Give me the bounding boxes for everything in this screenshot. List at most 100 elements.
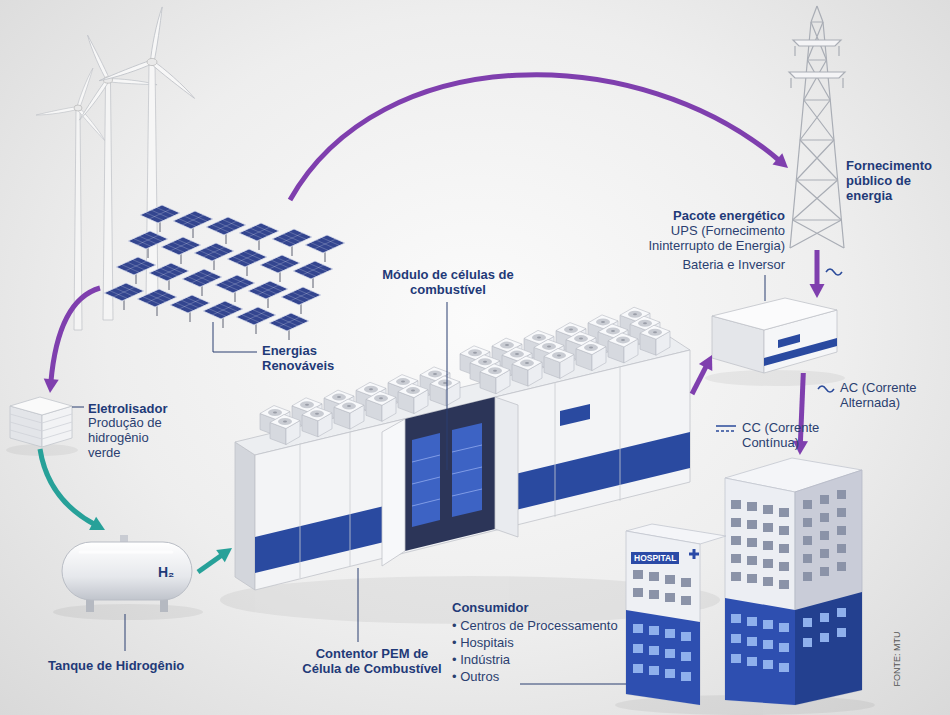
hydrogen-tank — [62, 535, 192, 612]
buildings — [665, 593, 675, 602]
buildings — [665, 649, 675, 658]
solar-panels — [272, 229, 312, 256]
buildings — [803, 638, 812, 647]
solar-panels — [236, 307, 276, 334]
buildings — [747, 657, 757, 666]
buildings — [633, 624, 643, 633]
component-label: Pacote energético — [673, 208, 785, 223]
hydrogen-tank: H₂Tanque de Hidrogênio — [56, 530, 198, 614]
fuel-cell-container — [430, 376, 460, 406]
leader-lines — [72, 275, 765, 684]
arrow-line — [51, 288, 100, 383]
text-slot: CC (Corrente Contínua) — [742, 420, 828, 451]
buildings — [837, 628, 846, 637]
fuel-cell-container — [302, 407, 332, 437]
text-slot: Energias Renováveis — [262, 343, 358, 374]
leader-lines — [520, 684, 626, 685]
source-note: FONTE: MTU — [892, 632, 903, 687]
buildings — [820, 531, 829, 540]
power-pylon — [789, 72, 845, 78]
buildings — [626, 458, 862, 705]
leader-lines — [765, 275, 766, 301]
arrow-head — [699, 355, 712, 371]
buildings — [779, 562, 789, 571]
buildings — [803, 618, 812, 627]
text-slot: HOSPITAL — [631, 547, 679, 565]
buildings — [731, 490, 846, 589]
arrow-head — [216, 548, 232, 562]
arrow-head — [44, 378, 59, 393]
arrow-line — [198, 554, 224, 572]
wind-turbines — [147, 58, 157, 65]
solar-panels — [203, 301, 243, 328]
buildings — [803, 554, 812, 563]
leader-lines — [72, 407, 84, 408]
energy-package-box — [712, 298, 837, 373]
callout-label: Módulo de células de combustível — [382, 267, 514, 297]
fuel-cell-container — [480, 364, 510, 394]
buildings — [837, 562, 846, 571]
buildings — [649, 646, 659, 655]
buildings — [731, 654, 741, 663]
solar-panels — [149, 263, 189, 290]
hydrogen-symbol: H₂ — [158, 564, 174, 580]
ground-shadows — [705, 370, 845, 386]
power-pylon: Fornecimento público de energia — [788, 4, 882, 250]
fuel-cell-container — [544, 348, 574, 378]
energy-package: Pacote energéticoUPS (Fornecimento Inint… — [712, 298, 837, 373]
leader-lines — [213, 322, 257, 352]
description-text: Bateria e Inversor — [682, 257, 785, 272]
buildings — [763, 523, 773, 532]
text-slot: Produção de hidrogênio verde — [88, 415, 174, 461]
buildings — [779, 526, 789, 535]
ground-shadows — [53, 604, 203, 620]
fuel-cell-container — [640, 325, 670, 355]
solar-panels — [293, 261, 333, 288]
description-text: UPS (Fornecimento Ininterrupto de Energi… — [625, 223, 785, 253]
electrolyzer — [10, 414, 72, 439]
wind-turbines — [103, 82, 113, 320]
wind-turbines — [36, 106, 79, 117]
text-slot: • Indústria — [452, 650, 510, 668]
buildings — [633, 624, 691, 681]
fuel-cell-container — [235, 442, 255, 590]
component-label: Energias Renováveis — [262, 343, 358, 373]
fuel-cell-container — [255, 350, 690, 590]
solar-panels — [215, 275, 255, 302]
arrow-head — [773, 153, 789, 168]
fuel-cell-container — [382, 419, 405, 566]
buildings — [747, 556, 757, 565]
fuel-cell-container — [576, 341, 606, 371]
buildings — [649, 590, 659, 599]
current-symbols — [716, 430, 736, 432]
wind-turbines — [99, 60, 153, 83]
buildings — [779, 623, 789, 632]
power-pylon — [811, 6, 823, 22]
buildings — [795, 592, 862, 705]
fuel-cell-container — [398, 384, 428, 414]
fuel-cell-container — [405, 397, 495, 551]
fuel-cell-container — [495, 397, 518, 537]
solar-panels — [182, 269, 222, 296]
buildings — [779, 663, 789, 672]
solar-panels — [227, 249, 267, 276]
solar-panels — [260, 255, 300, 282]
power-pylon — [789, 6, 845, 248]
buildings — [665, 629, 675, 638]
buildings — [820, 613, 829, 622]
solar-panels — [194, 243, 234, 270]
text-slot: • Hospitais — [452, 633, 514, 651]
buildings — [763, 577, 773, 586]
list-item: • Hospitais — [452, 635, 514, 650]
solar-panels — [239, 223, 279, 250]
sign-text: HOSPITAL — [631, 552, 679, 564]
buildings — [725, 478, 795, 705]
buildings — [681, 672, 691, 681]
buildings — [731, 614, 741, 623]
buildings — [747, 637, 757, 646]
buildings — [820, 549, 829, 558]
solar-panels — [137, 289, 177, 316]
buildings — [731, 500, 741, 509]
energy-package-box — [764, 338, 837, 366]
buildings — [763, 505, 773, 514]
